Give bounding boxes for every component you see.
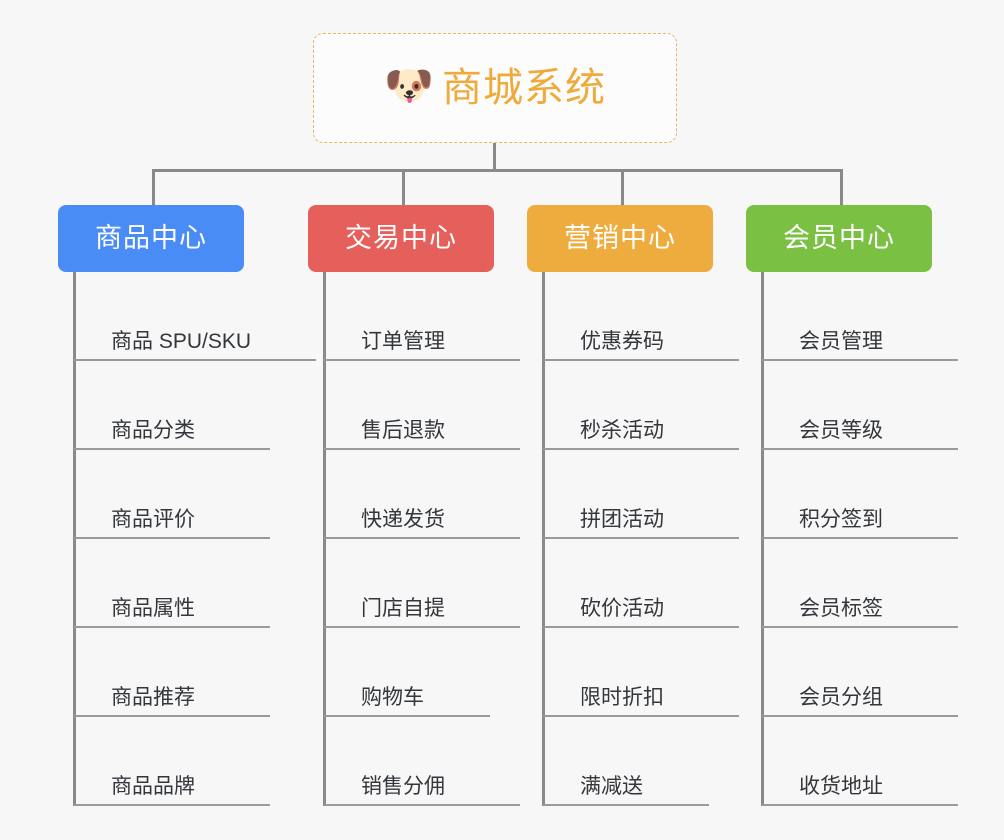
leaf-item-underline (762, 715, 958, 717)
leaf-item-label: 限时折扣 (580, 686, 664, 709)
leaf-item[interactable]: 优惠券码 (542, 272, 742, 361)
leaf-item-underline (762, 626, 958, 628)
leaf-item[interactable]: 商品分类 (73, 361, 273, 450)
leaf-stem (323, 272, 326, 806)
root-connector-stub (493, 143, 496, 171)
leaf-item-label: 销售分佣 (361, 775, 445, 798)
leaf-item-underline (543, 626, 739, 628)
branch-box-3[interactable]: 营销中心 (527, 205, 713, 272)
leaf-stem (73, 272, 76, 806)
leaf-item-underline (74, 537, 270, 539)
connector-rail (152, 169, 843, 172)
leaf-item[interactable]: 会员标签 (761, 539, 961, 628)
leaf-item[interactable]: 会员管理 (761, 272, 961, 361)
leaf-item-underline (324, 537, 520, 539)
leaf-item-label: 积分签到 (799, 508, 883, 531)
leaf-item-underline (543, 448, 739, 450)
branch-box-2[interactable]: 交易中心 (308, 205, 494, 272)
leaf-item[interactable]: 会员等级 (761, 361, 961, 450)
leaf-item[interactable]: 订单管理 (323, 272, 523, 361)
leaf-item[interactable]: 收货地址 (761, 717, 961, 806)
leaf-item[interactable]: 限时折扣 (542, 628, 742, 717)
leaf-item-label: 会员分组 (799, 686, 883, 709)
leaf-item-underline (324, 626, 520, 628)
connector-drop-1 (152, 169, 155, 209)
leaf-item[interactable]: 会员分组 (761, 628, 961, 717)
leaf-item-underline (543, 359, 739, 361)
leaf-item-label: 订单管理 (361, 330, 445, 353)
leaf-item[interactable]: 商品品牌 (73, 717, 273, 806)
branch-label: 营销中心 (564, 223, 676, 253)
leaf-stem (542, 272, 545, 806)
connector-drop-2 (402, 169, 405, 209)
leaf-item-label: 拼团活动 (580, 508, 664, 531)
leaf-item-label: 会员标签 (799, 597, 883, 620)
leaf-item-underline (324, 359, 520, 361)
leaf-item-underline (543, 804, 709, 806)
leaf-item-label: 会员管理 (799, 330, 883, 353)
branch-box-4[interactable]: 会员中心 (746, 205, 932, 272)
leaf-item[interactable]: 售后退款 (323, 361, 523, 450)
leaf-item-label: 优惠券码 (580, 330, 664, 353)
leaf-item-underline (74, 804, 270, 806)
leaf-item[interactable]: 门店自提 (323, 539, 523, 628)
leaf-item[interactable]: 商品推荐 (73, 628, 273, 717)
root-title: 商城系统 (442, 66, 606, 110)
leaf-item[interactable]: 商品属性 (73, 539, 273, 628)
leaf-item-underline (324, 715, 490, 717)
leaf-item-underline (324, 448, 520, 450)
leaf-item[interactable]: 商品 SPU/SKU (73, 272, 319, 361)
leaf-item[interactable]: 满减送 (542, 717, 712, 806)
leaf-item[interactable]: 快递发货 (323, 450, 523, 539)
connector-drop-4 (840, 169, 843, 209)
leaf-item-underline (543, 537, 739, 539)
leaf-item[interactable]: 购物车 (323, 628, 493, 717)
leaf-item-underline (762, 804, 958, 806)
leaf-item-label: 购物车 (361, 686, 424, 709)
leaf-item-label: 门店自提 (361, 597, 445, 620)
leaf-item-label: 砍价活动 (580, 597, 664, 620)
leaf-item-underline (762, 359, 958, 361)
leaf-item-underline (74, 715, 270, 717)
dog-face-icon: 🐶 (384, 64, 434, 108)
leaf-item-underline (74, 359, 316, 361)
leaf-item[interactable]: 秒杀活动 (542, 361, 742, 450)
leaf-item-label: 会员等级 (799, 419, 883, 442)
leaf-item-underline (543, 715, 739, 717)
leaf-item-label: 商品属性 (111, 597, 195, 620)
leaf-item-label: 满减送 (580, 775, 643, 798)
leaf-item-underline (762, 537, 958, 539)
root-node[interactable]: 🐶 商城系统 (313, 33, 677, 143)
branch-label: 交易中心 (345, 223, 457, 253)
leaf-item-label: 商品评价 (111, 508, 195, 531)
leaf-item-underline (324, 804, 520, 806)
leaf-item-underline (762, 448, 958, 450)
leaf-item-label: 商品分类 (111, 419, 195, 442)
leaf-item[interactable]: 销售分佣 (323, 717, 523, 806)
leaf-item-underline (74, 626, 270, 628)
branch-label: 商品中心 (95, 223, 207, 253)
connector-drop-3 (621, 169, 624, 209)
leaf-item-label: 商品品牌 (111, 775, 195, 798)
leaf-item-label: 商品推荐 (111, 686, 195, 709)
branch-label: 会员中心 (783, 223, 895, 253)
leaf-item[interactable]: 拼团活动 (542, 450, 742, 539)
leaf-item-label: 快递发货 (361, 508, 445, 531)
leaf-item-underline (74, 448, 270, 450)
leaf-stem (761, 272, 764, 806)
leaf-item[interactable]: 积分签到 (761, 450, 961, 539)
branch-box-1[interactable]: 商品中心 (58, 205, 244, 272)
leaf-item[interactable]: 商品评价 (73, 450, 273, 539)
leaf-item-label: 商品 SPU/SKU (111, 330, 252, 353)
leaf-item[interactable]: 砍价活动 (542, 539, 742, 628)
leaf-item-label: 售后退款 (361, 419, 445, 442)
leaf-item-label: 秒杀活动 (580, 419, 664, 442)
leaf-item-label: 收货地址 (799, 775, 883, 798)
